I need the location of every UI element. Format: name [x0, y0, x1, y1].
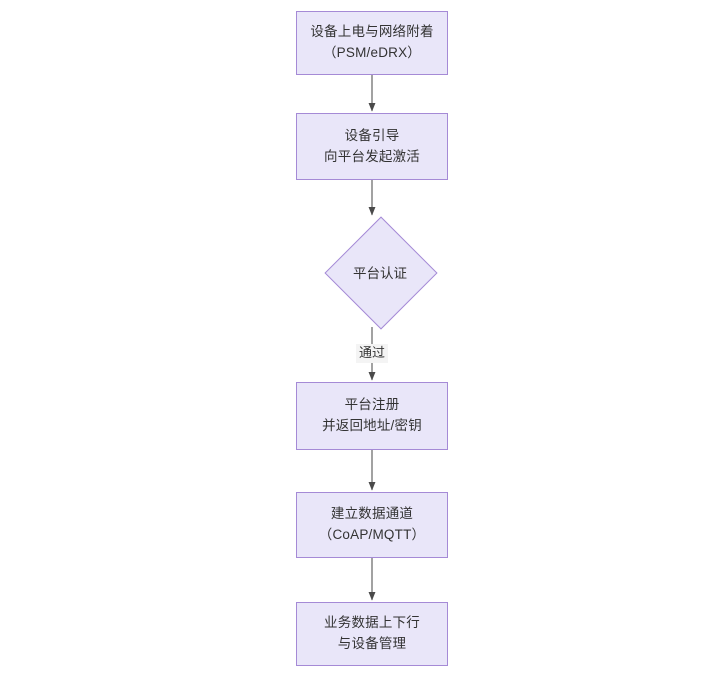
- node-label-line: 平台注册: [344, 397, 400, 413]
- edge-label-pass: 通过: [356, 344, 389, 363]
- node-label-line: 向平台发起激活: [324, 148, 420, 164]
- node-label-line: 设备引导: [344, 127, 400, 143]
- node-label-line: 建立数据通道: [330, 506, 414, 522]
- node-establish-data-channel[interactable]: 建立数据通道 （CoAP/MQTT）: [296, 492, 448, 558]
- node-label-line: 并返回地址/密钥: [322, 418, 422, 433]
- node-device-bootstrap[interactable]: 设备引导 向平台发起激活: [296, 113, 448, 180]
- node-platform-authentication[interactable]: 平台认证: [324, 216, 438, 330]
- node-label-line: （PSM/eDRX）: [322, 45, 422, 60]
- node-label-line: 平台认证: [353, 266, 407, 281]
- node-device-power-on[interactable]: 设备上电与网络附着 （PSM/eDRX）: [296, 11, 448, 75]
- node-business-data-and-device-management[interactable]: 业务数据上下行 与设备管理: [296, 602, 448, 666]
- node-label-line: 设备上电与网络附着: [310, 24, 434, 40]
- node-label-line: 业务数据上下行: [324, 615, 420, 631]
- node-label-line: （CoAP/MQTT）: [318, 527, 426, 542]
- node-label-line: 与设备管理: [337, 636, 407, 651]
- node-platform-registration[interactable]: 平台注册 并返回地址/密钥: [296, 382, 448, 450]
